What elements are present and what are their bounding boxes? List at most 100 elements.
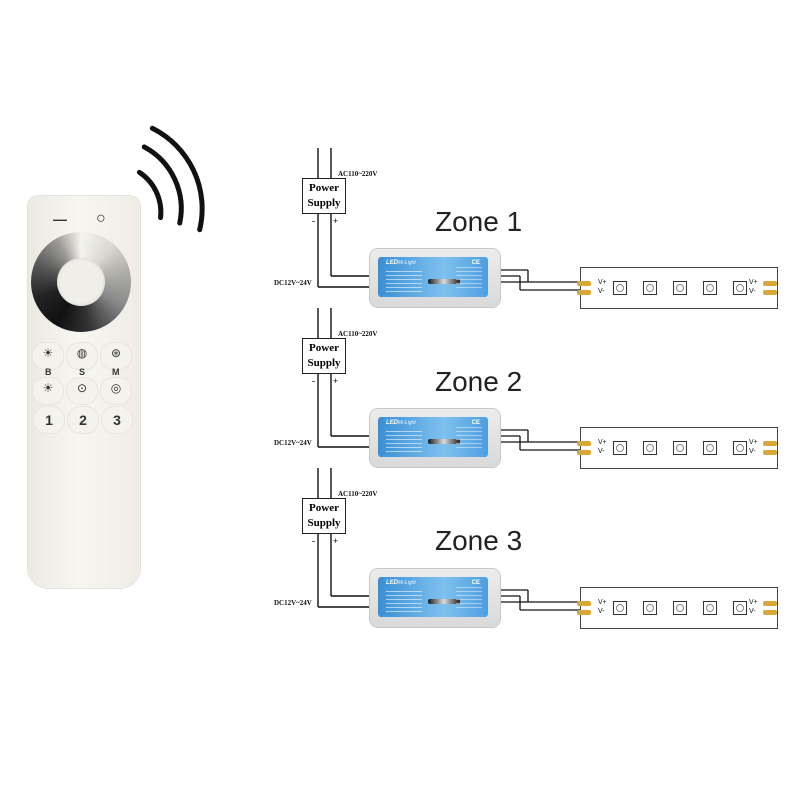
zone-1-led-strip: V+ V- V+ V- — [577, 267, 778, 309]
led-chip — [733, 281, 747, 295]
led-chip — [613, 441, 627, 455]
brand-text: Mi-Light — [398, 260, 416, 266]
led-text: LED — [386, 580, 398, 586]
mode-label: M — [112, 367, 120, 377]
led-chip — [703, 281, 717, 295]
zone-2-power-supply: Power Supply — [302, 338, 346, 374]
vplus-label: V+ — [749, 599, 758, 606]
zone-2-psu-line1: Power — [309, 342, 339, 354]
pad — [763, 290, 777, 295]
color-bar — [428, 599, 460, 604]
led-chip — [733, 441, 747, 455]
pad — [763, 441, 777, 446]
brand-text: Mi-Light — [398, 580, 416, 586]
brightness-down-button[interactable]: ☀ — [33, 378, 63, 404]
zone-1-power-supply: Power Supply — [302, 178, 346, 214]
zone-2-ac-label: AC110~220V — [338, 330, 378, 338]
mode-button[interactable]: ⊛ — [101, 343, 131, 369]
led-chip — [673, 281, 687, 295]
zone-2-led-strip: V+ V- V+ V- — [577, 427, 778, 469]
zone-1-psu-line2: Supply — [307, 197, 341, 209]
zone-3-psu-line1: Power — [309, 502, 339, 514]
zone-3-psu-line2: Supply — [307, 517, 341, 529]
ce-mark: CE — [471, 420, 480, 426]
zone-1-title: Zone 1 — [435, 206, 523, 237]
brightness-down-icon: ☀ — [42, 381, 54, 395]
speed-label: S — [79, 367, 86, 377]
led-chip — [643, 281, 657, 295]
zone-3-dc-label: DC12V~24V — [274, 599, 312, 607]
zone-2-psu-line2: Supply — [307, 357, 341, 369]
pad — [577, 281, 591, 286]
zone-1-minus: - — [312, 216, 315, 226]
led-text: LED — [386, 420, 398, 426]
vminus-label: V- — [749, 448, 756, 455]
speed-button[interactable]: ◍ — [67, 343, 97, 369]
led-chip — [673, 441, 687, 455]
spec-lines — [456, 267, 482, 291]
led-chip — [703, 441, 717, 455]
led-chip — [613, 281, 627, 295]
zone-1-plus: + — [333, 216, 339, 226]
color-temperature-wheel[interactable] — [31, 232, 131, 332]
zone-1-controller: LED Mi-Light CE — [370, 249, 500, 307]
pad — [763, 281, 777, 286]
speed-down-icon: ⊙ — [76, 381, 88, 395]
speed-icon: ◍ — [76, 346, 88, 360]
pad — [577, 610, 591, 615]
spec-lines — [456, 587, 482, 611]
zone-3-controller: LED Mi-Light CE — [370, 569, 500, 627]
vplus-label: V+ — [598, 279, 607, 286]
brightness-up-icon: ☀ — [42, 346, 54, 360]
zone-3-button[interactable]: 3 — [102, 407, 132, 433]
color-bar — [428, 439, 460, 444]
vminus-label: V- — [598, 448, 605, 455]
zone-3-power-supply: Power Supply — [302, 498, 346, 534]
zone-2-button[interactable]: 2 — [68, 407, 98, 433]
pad — [763, 601, 777, 606]
vplus-label: V+ — [598, 599, 607, 606]
led-text: LED — [386, 260, 398, 266]
zone-3-plus: + — [333, 536, 339, 546]
vminus-label: V- — [749, 608, 756, 615]
vplus-label: V+ — [749, 279, 758, 286]
remote-on-button[interactable]: ○ — [96, 210, 106, 227]
zone-2-controller: LED Mi-Light CE — [370, 409, 500, 467]
vminus-label: V- — [598, 288, 605, 295]
wheel-center — [57, 258, 105, 306]
zone-1-button[interactable]: 1 — [34, 407, 64, 433]
zone-2-title: Zone 2 — [435, 366, 523, 397]
zone-3-ac-label: AC110~220V — [338, 490, 378, 498]
pad — [577, 601, 591, 606]
zone-2-dc-label: DC12V~24V — [274, 439, 312, 447]
brightness-button[interactable]: ☀ — [33, 343, 63, 369]
wireless-signal-icon — [136, 125, 205, 233]
ce-mark: CE — [471, 260, 480, 266]
led-chip — [733, 601, 747, 615]
brand-text: Mi-Light — [398, 420, 416, 426]
vminus-label: V- — [749, 288, 756, 295]
spec-lines — [386, 431, 422, 453]
mode-icon: ⊛ — [110, 346, 122, 360]
pad — [577, 450, 591, 455]
controller-label: LED Mi-Light CE — [378, 417, 488, 457]
mode-down-button[interactable]: ◎ — [101, 378, 131, 404]
vplus-label: V+ — [749, 439, 758, 446]
remote-off-button[interactable]: — — [53, 211, 67, 227]
controller-label: LED Mi-Light CE — [378, 577, 488, 617]
pad — [577, 290, 591, 295]
speed-down-button[interactable]: ⊙ — [67, 378, 97, 404]
zone-1-dc-label: DC12V~24V — [274, 279, 312, 287]
mode-down-icon: ◎ — [110, 381, 122, 395]
zone-3-minus: - — [312, 536, 315, 546]
color-bar — [428, 279, 460, 284]
pad — [577, 441, 591, 446]
vminus-label: V- — [598, 608, 605, 615]
spec-lines — [386, 591, 422, 613]
vplus-label: V+ — [598, 439, 607, 446]
brightness-label: B — [45, 367, 52, 377]
led-chip — [643, 441, 657, 455]
